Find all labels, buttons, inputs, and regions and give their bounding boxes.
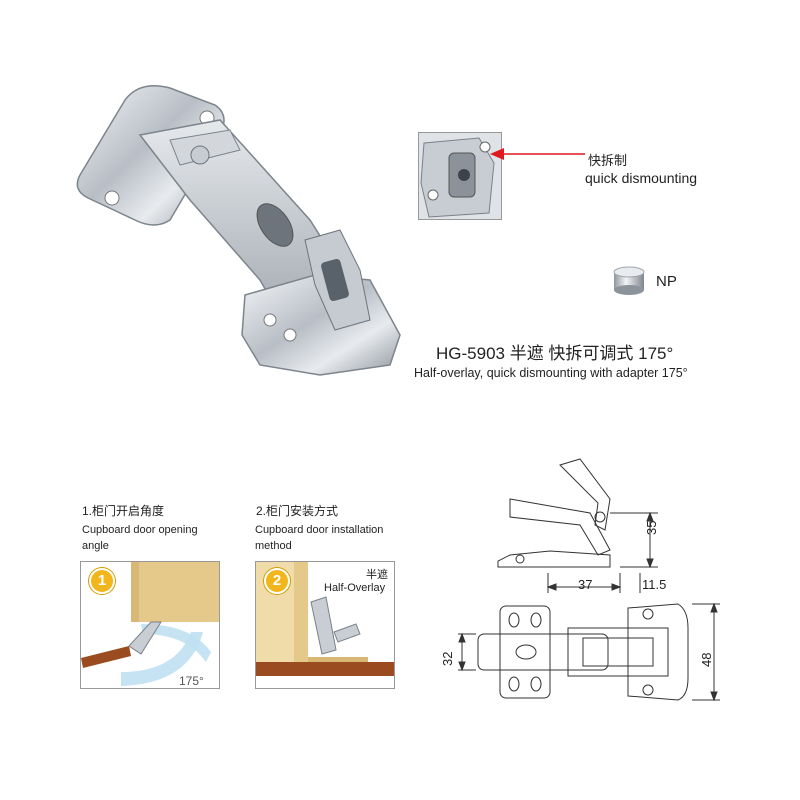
quick-dismount-inset [418,132,502,220]
step2-illustration: 2 半遮 Half-Overlay [255,561,395,689]
step1-angle-label: 175° [179,674,204,688]
callout-arrow [490,148,585,160]
dim-side-height: 35 [644,520,659,535]
top-view-drawing [458,602,720,702]
side-view-drawing [497,458,658,593]
step1-title-cn: 1.柜门开启角度 [82,504,165,518]
step1-title-en-line1: Cupboard door opening [82,524,198,536]
step1-door-swing-diagram [81,562,219,686]
step2-title-en-line1: Cupboard door installation [255,524,384,536]
dim-top-left-height: 32 [440,651,455,666]
finish-swatch-icon [613,266,645,295]
step2-overlay-en: Half-Overlay [324,582,386,594]
step1-badge: 1 [89,568,115,594]
callout-label-en: quick dismounting [585,170,698,186]
step2-overlay-cn: 半遮 [366,569,388,581]
inset-detail-image [419,133,501,219]
step2-title-cn: 2.柜门安装方式 [256,504,339,518]
callout-label-cn: 快拆制 [588,153,628,168]
hinge-product-photo [76,85,401,376]
dim-side-width: 37 [578,577,593,592]
step2-badge: 2 [264,568,290,594]
step1-illustration: 1 175° [80,561,220,689]
product-model-title: HG-5903 半遮 快拆可调式 175° [436,344,674,363]
dim-side-offset: 11.5 [642,577,667,592]
product-description: Half-overlay, quick dismounting with ada… [414,366,688,380]
finish-label: NP [656,273,677,290]
step1-title-en-line2: angle [82,540,109,552]
dim-top-right-height: 48 [699,652,714,667]
step2-title-en-line2: method [255,540,292,552]
